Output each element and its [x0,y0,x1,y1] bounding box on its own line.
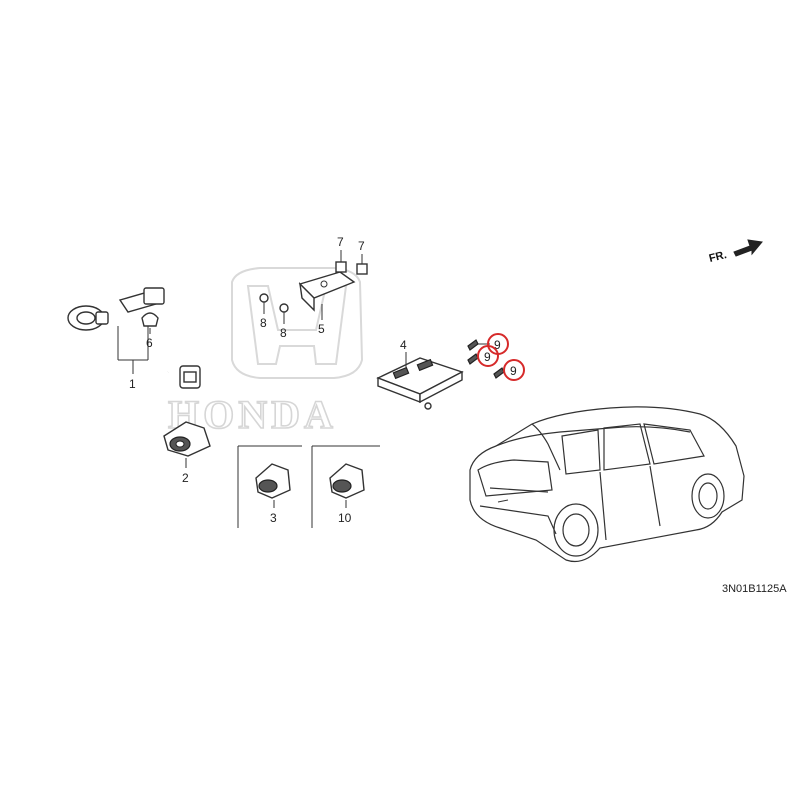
part-6-clip: 6 [141,312,159,350]
part-label-4: 4 [400,338,407,352]
vehicle-outline [469,406,745,563]
diagram-code: 3N01B1125A [722,583,787,595]
front-direction-indicator: FR. [708,239,763,265]
part-label-9c: 9 [510,364,517,378]
part-label-2: 2 [182,471,189,485]
part-2-camera: 2 [163,421,211,485]
honda-watermark: HONDA [167,267,364,438]
highlight-circle-9c [503,359,525,381]
part-label-7b: 7 [358,239,365,253]
honda-h-logo-watermark [231,267,364,379]
part-label-9b: 9 [484,350,491,364]
part-5-bracket: 5 [298,271,356,336]
part-3-camera: 3 [255,463,291,525]
part-10-camera: 10 [329,463,365,525]
highlight-circle-9b [477,345,499,367]
option-bracket-lines [237,445,380,528]
part-4-control-unit: 4 [376,338,464,410]
part-8-screws: 8 8 [259,293,289,340]
part-label-1: 1 [129,377,136,391]
part-label-5: 5 [318,322,325,336]
part-label-8a: 8 [260,316,267,330]
part-label-7a: 7 [337,235,344,249]
part-7-nuts: 7 7 [335,235,368,275]
part-label-3: 3 [270,511,277,525]
part-label-6: 6 [146,336,153,350]
part-label-8b: 8 [280,326,287,340]
part-1-wire-harness: 1 [36,252,201,391]
front-direction-label: FR. [708,249,728,265]
front-arrow-icon [733,239,763,257]
part-label-10: 10 [338,511,352,525]
part-label-9a: 9 [494,338,501,352]
part-9-screws: 9 9 9 [467,333,525,381]
